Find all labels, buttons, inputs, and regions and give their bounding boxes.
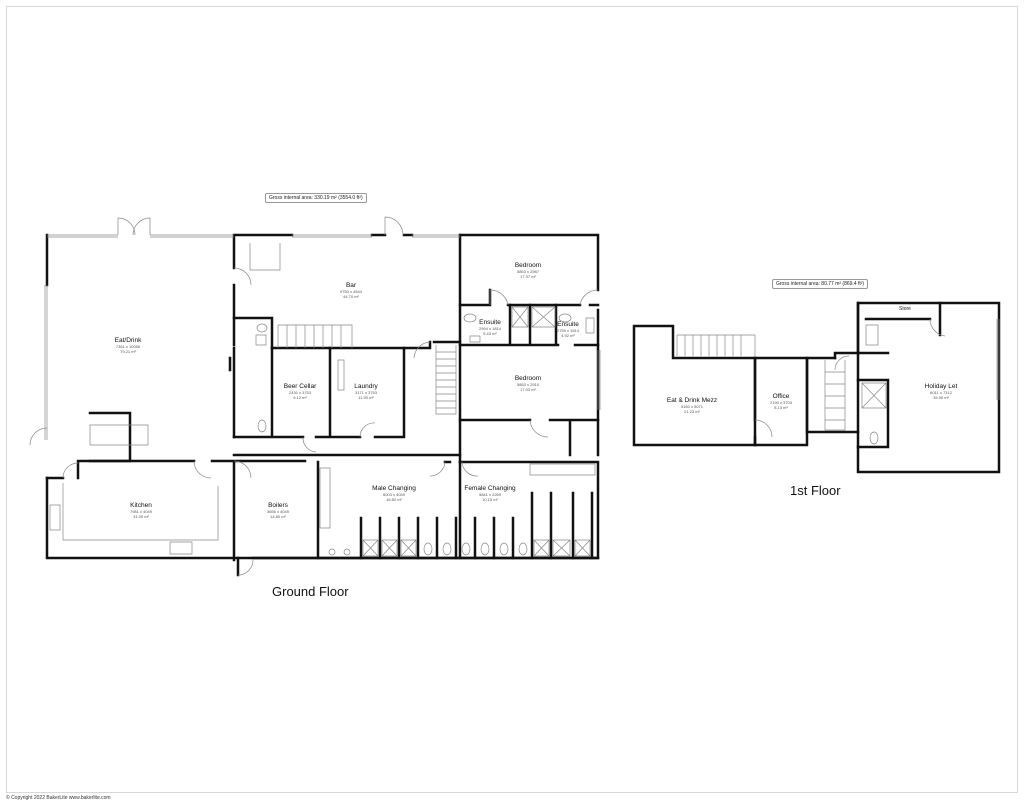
room-office: Office 2190 x 3703 8.13 m² bbox=[769, 393, 793, 410]
room-bedroom-1: Bedroom 5853 x 2987 17.37 m² bbox=[514, 262, 542, 279]
room-eat-drink-mezz: Eat & Drink Mezz 5160 x 5071 21.23 m² bbox=[666, 397, 718, 414]
first-floor-label: 1st Floor bbox=[790, 483, 841, 498]
room-bar: Bar 9750 x 4544 44.70 m² bbox=[339, 282, 363, 299]
room-holiday-let: Holiday Let 6011 x 7312 35.95 m² bbox=[924, 383, 958, 400]
room-ensuite-2: Ensuite 2759 x 1814 4.92 m² bbox=[556, 321, 580, 338]
first-floor-gross-area: Gross internal area: 80.77 m² (869.4 ft²… bbox=[772, 279, 869, 289]
room-ensuite-1: Ensuite 2994 x 1814 5.43 m² bbox=[478, 319, 502, 336]
ground-floor-label: Ground Floor bbox=[272, 584, 349, 599]
room-laundry: Laundry 3171 x 3753 11.90 m² bbox=[354, 383, 378, 400]
store-label: Store bbox=[899, 306, 911, 312]
page-frame bbox=[6, 6, 1018, 793]
copyright-text: © Copyright 2022 BakerLite www.bakerlite… bbox=[6, 795, 111, 801]
room-female-changing: Female Changing 5841 x 2269 10.15 m² bbox=[464, 485, 516, 502]
room-eat-drink: Eat/Drink 7361 x 10056 79.21 m² bbox=[114, 337, 142, 354]
room-beer-cellar: Beer Cellar 2430 x 3753 9.12 m² bbox=[283, 383, 317, 400]
room-bedroom-2: Bedroom 5853 x 2910 17.03 m² bbox=[514, 375, 542, 392]
room-male-changing: Male Changing 6003 x 4049 16.82 m² bbox=[372, 485, 416, 502]
ground-floor-gross-area: Gross internal area: 330.19 m² (3554.0 f… bbox=[265, 193, 367, 203]
room-kitchen: Kitchen 7981 x 4049 31.00 m² bbox=[129, 502, 153, 519]
room-boilers: Boilers 3656 x 4049 14.80 m² bbox=[266, 502, 290, 519]
